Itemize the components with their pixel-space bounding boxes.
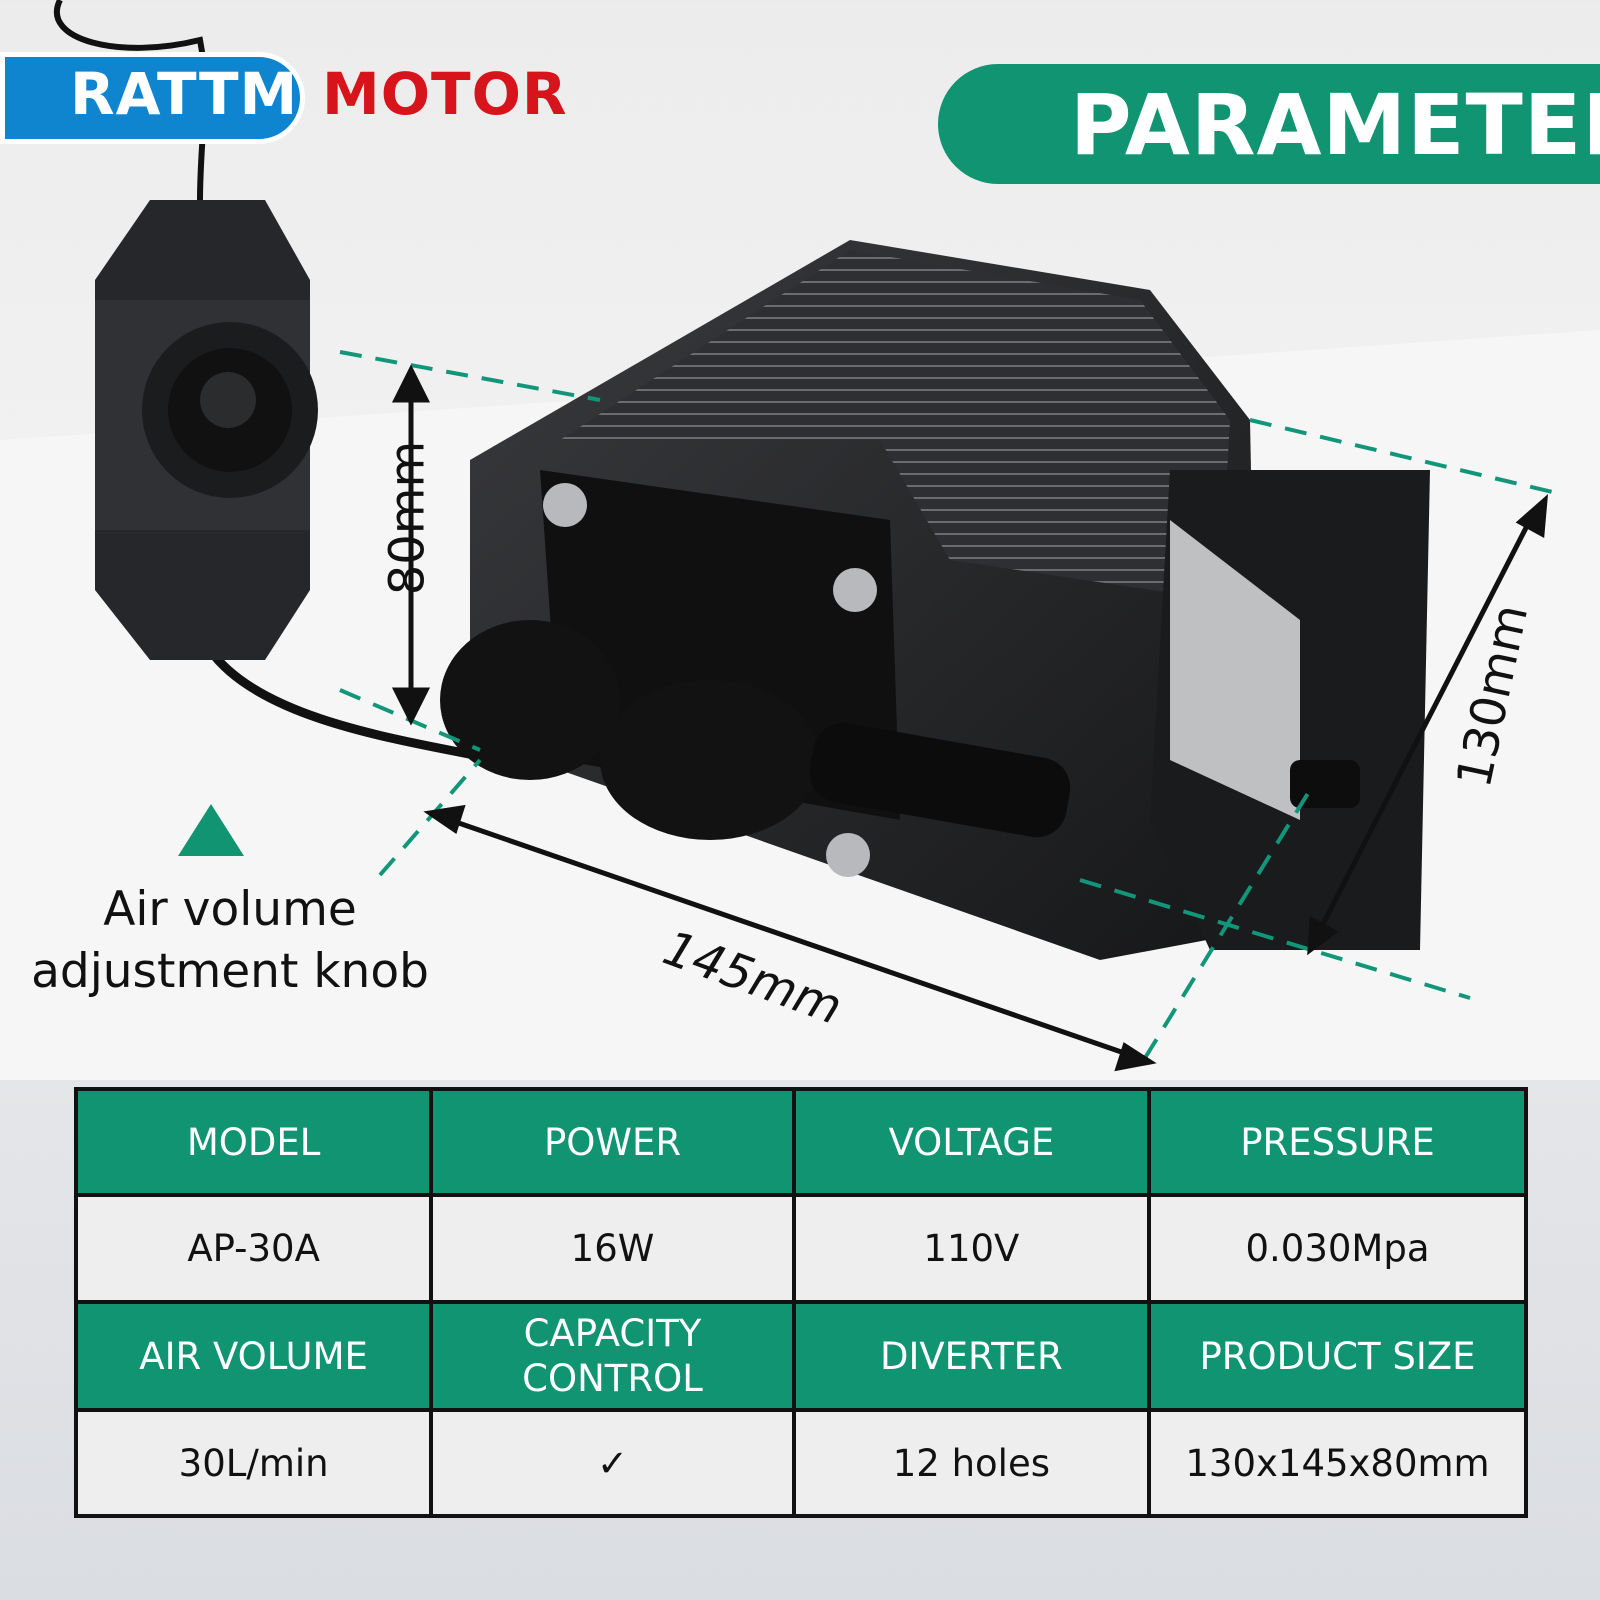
knob-callout-label: Air volume adjustment knob	[10, 872, 450, 1010]
value-power: 16W	[429, 1193, 796, 1304]
header-pressure: PRESSURE	[1147, 1086, 1528, 1198]
value-air-volume: 30L/min	[73, 1408, 434, 1518]
parameter-banner: PARAMETER	[938, 64, 1600, 184]
table-header-row: AIR VOLUME CAPACITY CONTROL DIVERTER PRO…	[73, 1299, 1528, 1413]
value-product-size: 130x145x80mm	[1147, 1408, 1528, 1518]
logo-motor-text: MOTOR	[322, 60, 568, 128]
header-power: POWER	[429, 1086, 796, 1198]
header-capacity-control: CAPACITY CONTROL	[429, 1299, 796, 1413]
value-model: AP-30A	[73, 1193, 434, 1304]
controller-box	[95, 200, 318, 660]
parameter-title: PARAMETER	[1070, 76, 1600, 174]
header-product-size: PRODUCT SIZE	[1147, 1299, 1528, 1413]
header-voltage: VOLTAGE	[791, 1086, 1152, 1198]
pump-body	[440, 240, 1430, 960]
spec-table: MODEL POWER VOLTAGE PRESSURE AP-30A 16W …	[73, 1086, 1528, 1518]
power-cable-lower	[206, 647, 501, 765]
header-model: MODEL	[73, 1086, 434, 1198]
value-capacity-control: ✓	[429, 1408, 796, 1518]
knob-pointer-icon	[178, 804, 244, 856]
dimension-guides	[339, 350, 1566, 1060]
logo-brand-text: RATTM	[70, 60, 299, 128]
value-voltage: 110V	[791, 1193, 1152, 1304]
table-value-row: AP-30A 16W 110V 0.030Mpa	[73, 1193, 1528, 1304]
logo-badge	[0, 52, 305, 144]
brand-logo: RATTM MOTOR	[0, 52, 600, 144]
air-pump-illustration	[54, 0, 1566, 1072]
header-diverter: DIVERTER	[791, 1299, 1152, 1413]
knob-label-line1: Air volume	[103, 882, 357, 937]
value-pressure: 0.030Mpa	[1147, 1193, 1528, 1304]
value-diverter: 12 holes	[791, 1408, 1152, 1518]
table-value-row: 30L/min ✓ 12 holes 130x145x80mm	[73, 1408, 1528, 1518]
height-dimension-label: 80mm	[379, 440, 436, 596]
table-header-row: MODEL POWER VOLTAGE PRESSURE	[73, 1086, 1528, 1198]
header-air-volume: AIR VOLUME	[73, 1299, 434, 1413]
knob-label-line2: adjustment knob	[31, 944, 429, 1000]
dimension-arrows	[391, 364, 1549, 1072]
